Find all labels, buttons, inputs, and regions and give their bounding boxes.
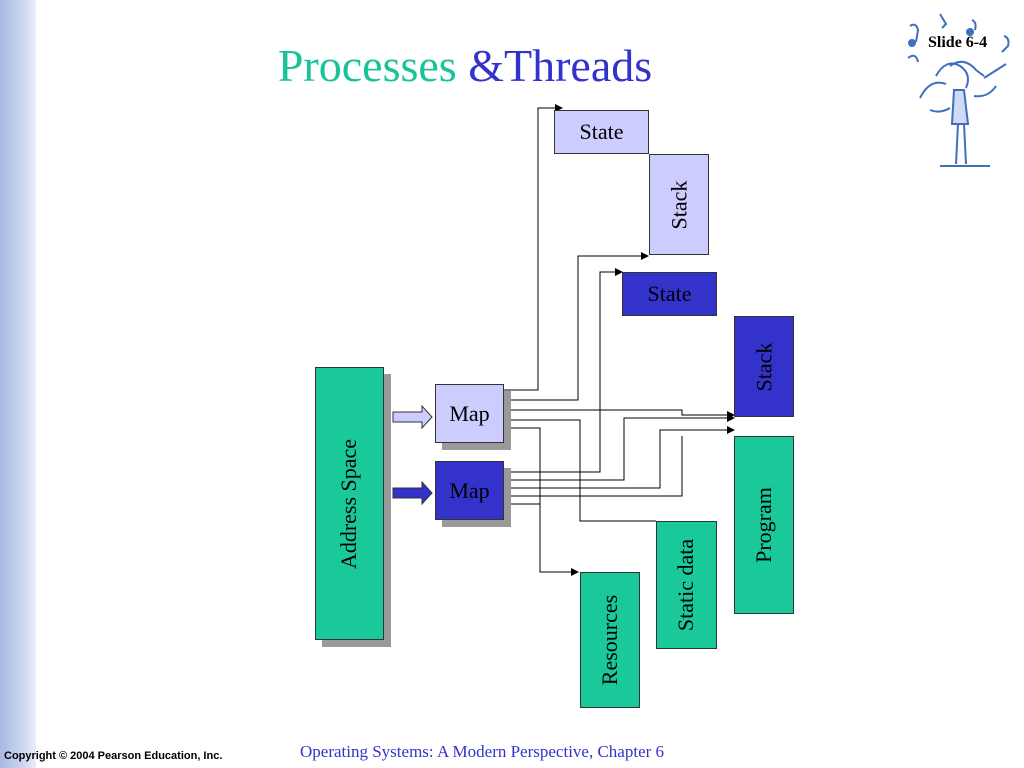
music-conductor-icon [907, 13, 1010, 167]
resources-box: Resources [580, 572, 640, 708]
arrow-to-light-map [392, 404, 433, 430]
left-gradient-bar [0, 0, 36, 768]
program-box: Program [734, 436, 794, 614]
slide-number: Slide 6-4 [928, 34, 988, 51]
state-dark-box: State [622, 272, 717, 316]
book-title: Operating Systems: A Modern Perspective,… [300, 742, 665, 761]
resources-label: Resources [597, 594, 623, 686]
copyright-text: Copyright © 2004 Pearson Education, Inc. [4, 750, 223, 762]
slide-title: Processes &Threads [0, 38, 930, 94]
stack-dark-box: Stack [734, 316, 794, 417]
title-processes: Processes [277, 40, 457, 91]
map-light-label: Map [449, 400, 490, 426]
map-dark-label: Map [449, 477, 490, 503]
map-light-box: Map [435, 384, 504, 443]
static-data-box: Static data [656, 521, 717, 649]
program-label: Program [751, 487, 777, 563]
static-data-label: Static data [673, 538, 699, 632]
state-light-label: State [579, 119, 624, 144]
map-dark-box: Map [435, 461, 504, 520]
stack-light-box: Stack [649, 154, 709, 255]
stack-light-label: Stack [665, 180, 691, 229]
state-dark-label: State [647, 281, 692, 306]
stack-dark-label: Stack [750, 342, 776, 391]
address-space-box: Address Space [315, 367, 384, 640]
arrow-to-dark-map [392, 480, 433, 506]
address-space-label: Address Space [336, 438, 362, 569]
title-threads: &Threads [468, 40, 653, 91]
state-light-box: State [554, 110, 649, 154]
